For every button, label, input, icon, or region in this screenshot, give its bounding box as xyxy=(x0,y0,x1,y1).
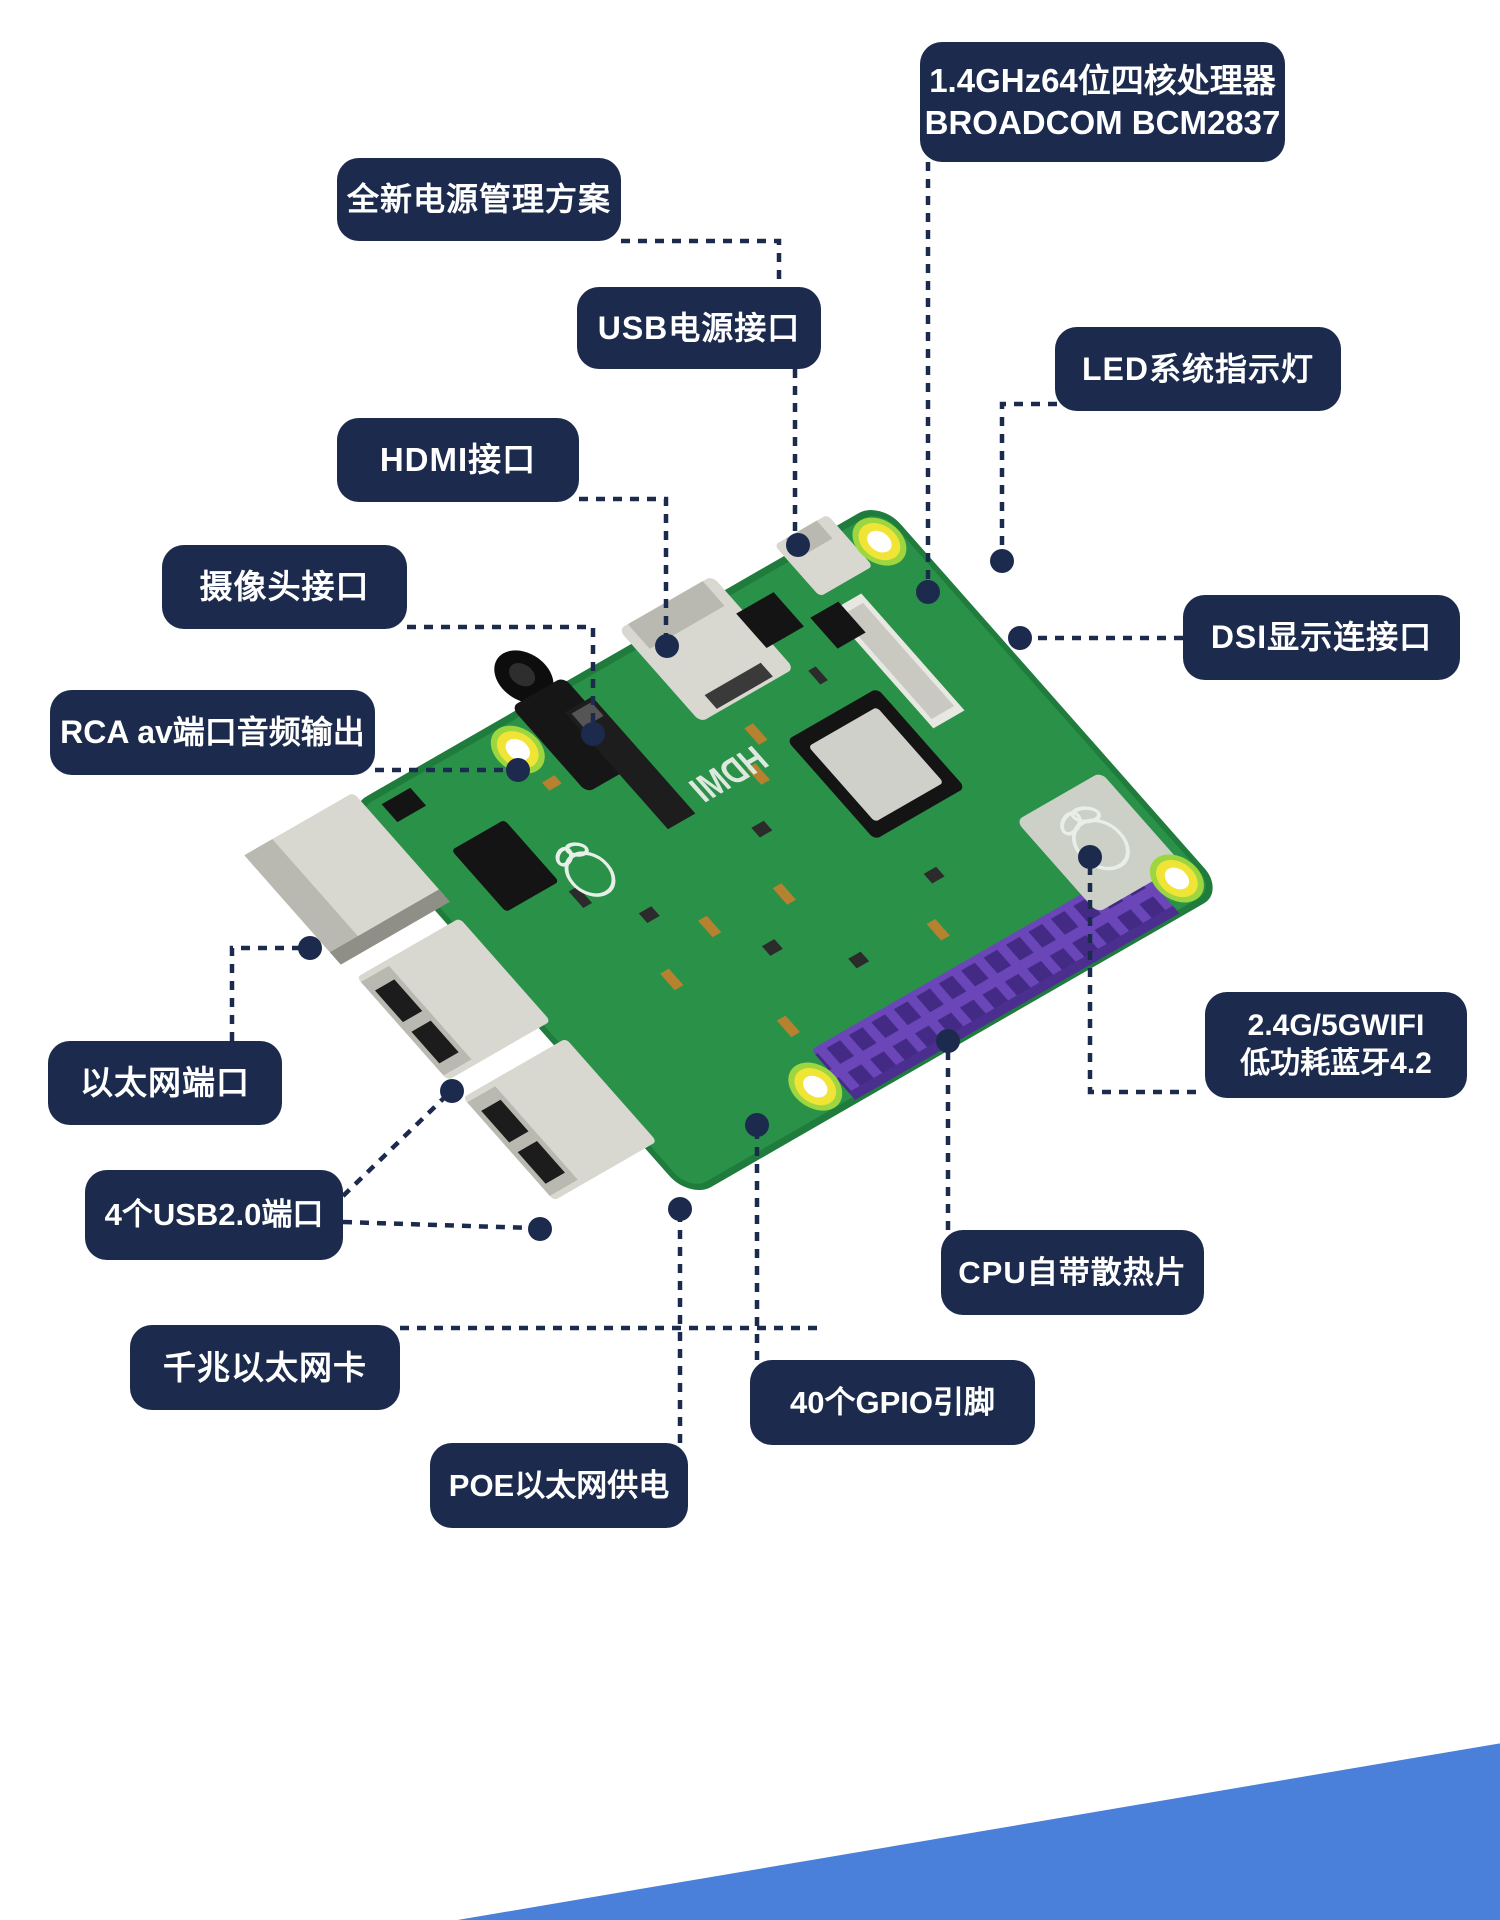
passive-components xyxy=(541,666,950,1038)
mount-hole xyxy=(852,517,907,566)
label-poe: POE以太网供电 xyxy=(430,1443,688,1528)
cpu-chip-heatsink xyxy=(789,690,963,838)
callout-dot-ethernet xyxy=(298,936,322,960)
label-hdmi: HDMI接口 xyxy=(337,418,579,502)
poe-header xyxy=(381,787,427,823)
callout-dot-led xyxy=(990,549,1014,573)
mount-hole xyxy=(788,1062,843,1111)
callout-dot-usb-ports-upper xyxy=(440,1079,464,1103)
label-poe-text: POE以太网供电 xyxy=(448,1467,670,1503)
label-cpu-heatsink: CPU自带散热片 xyxy=(941,1230,1204,1315)
gpio-header xyxy=(813,865,1180,1100)
label-rca-audio-text: RCA av端口音频输出 xyxy=(60,714,365,751)
label-ethernet-port-text: 以太网端口 xyxy=(80,1064,250,1102)
callout-dot-camera xyxy=(581,722,605,746)
label-camera: 摄像头接口 xyxy=(162,545,407,629)
label-wifi-line2: 低功耗蓝牙4.2 xyxy=(1240,1047,1432,1080)
label-ethernet-port: 以太网端口 xyxy=(48,1041,282,1125)
label-gigabit-lan: 千兆以太网卡 xyxy=(130,1325,400,1410)
label-hdmi-text: HDMI接口 xyxy=(379,441,537,479)
mount-hole xyxy=(1149,854,1204,903)
small-chip xyxy=(736,592,804,649)
label-processor: 1.4GHz64位四核处理器 BROADCOM BCM2837 xyxy=(920,42,1285,162)
callout-line-wifi xyxy=(1087,866,1203,1095)
hdmi-connector xyxy=(621,578,791,720)
callout-dot-wifi xyxy=(1078,845,1102,869)
label-power-management: 全新电源管理方案 xyxy=(337,158,621,241)
audio-jack xyxy=(494,650,636,791)
label-processor-line2: BROADCOM BCM2837 xyxy=(924,104,1281,141)
label-led-indicator: LED系统指示灯 xyxy=(1055,327,1341,411)
label-processor-line1: 1.4GHz64位四核处理器 xyxy=(929,62,1276,100)
callout-dot-rca xyxy=(506,758,530,782)
callout-dot-cpu-heatsink xyxy=(936,1029,960,1053)
label-wifi-bluetooth: 2.4G/5GWIFI 低功耗蓝牙4.2 xyxy=(1205,992,1467,1098)
pmic-chip xyxy=(810,601,866,649)
callout-line-ethernet xyxy=(229,945,302,1041)
callout-line-led xyxy=(999,401,1057,554)
callout-dot-dsi xyxy=(1008,626,1032,650)
callout-line-hdmi xyxy=(579,496,669,639)
label-camera-text: 摄像头接口 xyxy=(199,568,370,606)
label-gpio-pins-text: 40个GPIO引脚 xyxy=(790,1384,995,1420)
callout-lines xyxy=(229,162,1203,1443)
callout-line-usb-ports-upper xyxy=(341,1094,448,1198)
label-wifi-line1: 2.4G/5GWIFI xyxy=(1247,1009,1425,1043)
lan-chip xyxy=(453,821,558,911)
callout-line-power-management xyxy=(621,238,782,285)
pi-board: HDMI xyxy=(244,510,1213,1200)
callout-dot-hdmi xyxy=(655,634,679,658)
label-dsi: DSI显示连接口 xyxy=(1183,595,1460,680)
label-power-management-text: 全新电源管理方案 xyxy=(346,181,611,218)
label-usb-ports: 4个USB2.0端口 xyxy=(85,1170,343,1260)
label-gigabit-lan-text: 千兆以太网卡 xyxy=(163,1348,367,1386)
callout-dot-usb-ports-lower xyxy=(528,1217,552,1241)
callout-dot-usb-power xyxy=(786,533,810,557)
callout-dot-gpio xyxy=(745,1113,769,1137)
label-dsi-text: DSI显示连接口 xyxy=(1210,619,1433,656)
mount-hole xyxy=(490,725,545,774)
label-cpu-heatsink-text: CPU自带散热片 xyxy=(958,1254,1187,1290)
callout-dot-poe xyxy=(668,1197,692,1221)
label-usb-power: USB电源接口 xyxy=(577,287,821,369)
label-usb-ports-text: 4个USB2.0端口 xyxy=(104,1197,324,1233)
label-rca-audio: RCA av端口音频输出 xyxy=(50,690,375,775)
usb-stack-upper xyxy=(358,919,549,1079)
pcb-silkscreen-logo xyxy=(555,842,616,897)
label-usb-power-text: USB电源接口 xyxy=(597,309,801,346)
label-led-indicator-text: LED系统指示灯 xyxy=(1081,350,1314,387)
callout-line-usb-ports-lower xyxy=(342,1219,533,1231)
label-gpio-pins: 40个GPIO引脚 xyxy=(750,1360,1035,1445)
ethernet-jack xyxy=(244,794,450,965)
callout-dot-processor xyxy=(916,580,940,604)
dsi-connector xyxy=(830,593,965,729)
usb-stack-lower xyxy=(465,1039,655,1200)
